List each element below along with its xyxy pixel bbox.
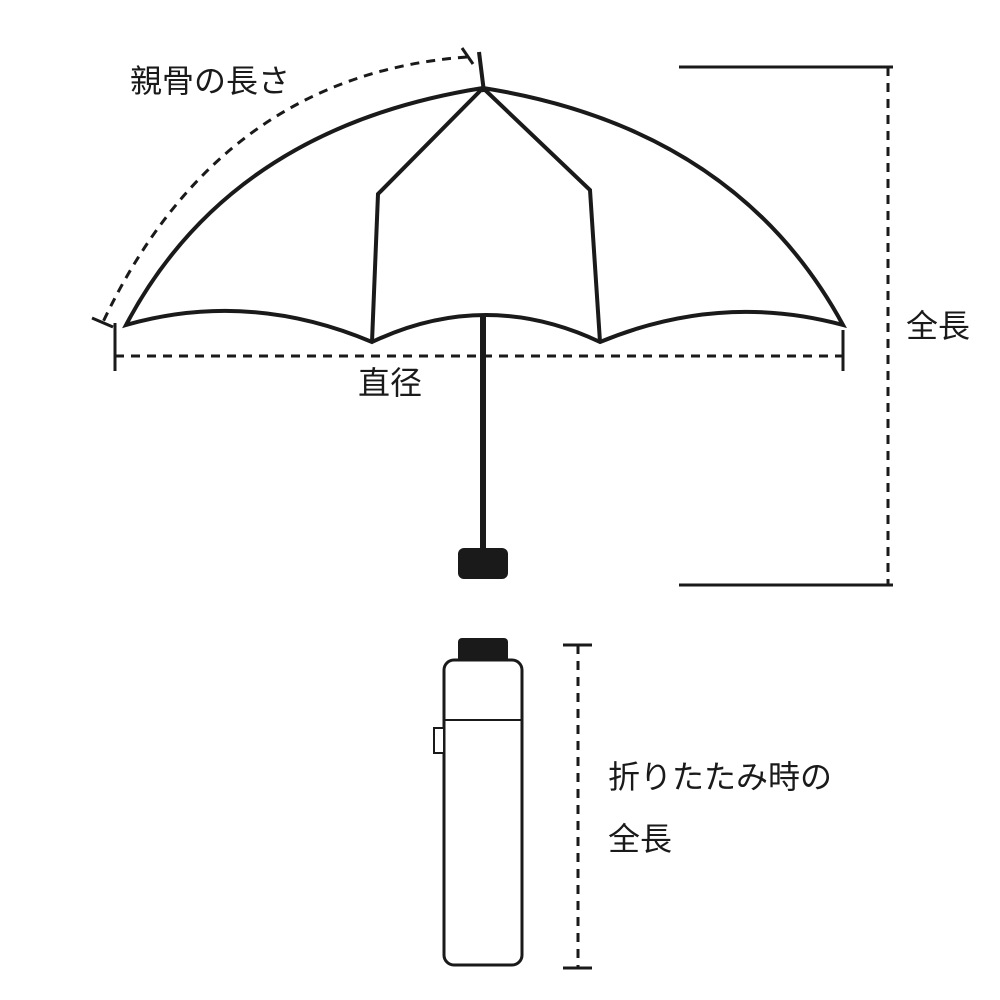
folded-body [442, 658, 524, 967]
folded-cap [458, 638, 508, 662]
folded-umbrella [433, 638, 524, 967]
total-length-dimension: 全長 [679, 65, 970, 587]
rib-length-dimension: 親骨の長さ [91, 47, 475, 329]
umbrella-tip [477, 51, 486, 93]
folded-length-label-line1: 折りたたみ時の [608, 759, 832, 795]
rib-right-icon [481, 86, 602, 343]
rib-length-tick-top [460, 47, 475, 65]
rib-length-dimension-line [101, 55, 468, 323]
canopy-outline [122, 85, 847, 345]
folded-length-label-line2: 全長 [608, 821, 672, 857]
folded-button [433, 727, 445, 754]
folded-length-dimension: 折りたたみ時の 全長 [563, 643, 832, 970]
rib-length-tick-bottom [91, 316, 114, 329]
rib-length-label: 親骨の長さ [130, 63, 290, 99]
diameter-dimension: 直径 [113, 323, 845, 401]
open-umbrella [122, 51, 847, 579]
total-length-label: 全長 [906, 308, 970, 344]
umbrella-handle [458, 548, 508, 579]
diameter-label: 直径 [358, 365, 422, 401]
rib-left-icon [370, 86, 485, 343]
